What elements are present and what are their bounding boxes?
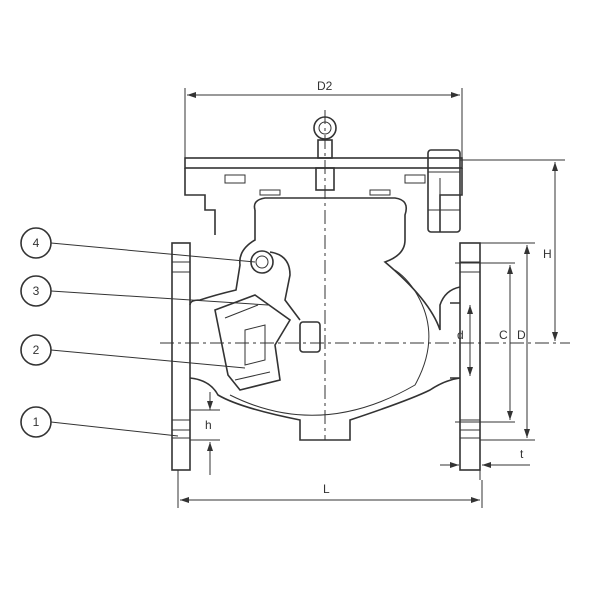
dimension-C-label: C — [499, 328, 508, 342]
cover-bolt-nut — [427, 149, 461, 233]
callout-4: 4 — [20, 227, 256, 263]
dimension-h-label: h — [205, 418, 212, 432]
dimension-D2-label: D2 — [317, 79, 333, 93]
disc-nut — [299, 321, 321, 353]
svg-text:3: 3 — [33, 284, 40, 298]
eye-bolt — [313, 116, 337, 191]
dimension-L-label: L — [323, 482, 330, 496]
bonnet-cover — [184, 149, 463, 235]
disc-assembly — [214, 250, 321, 391]
svg-text:2: 2 — [33, 343, 40, 357]
callout-2: 2 — [20, 334, 246, 369]
dimension-H-label: H — [543, 247, 552, 261]
callout-3: 3 — [20, 275, 269, 307]
svg-text:4: 4 — [33, 236, 40, 250]
dimension-d-label: d — [457, 328, 464, 342]
dimension-D-label: D — [517, 328, 526, 342]
svg-text:1: 1 — [33, 415, 40, 429]
callout-1: 1 — [20, 406, 179, 438]
valve-body — [171, 197, 481, 471]
dimension-t-label: t — [520, 447, 524, 461]
